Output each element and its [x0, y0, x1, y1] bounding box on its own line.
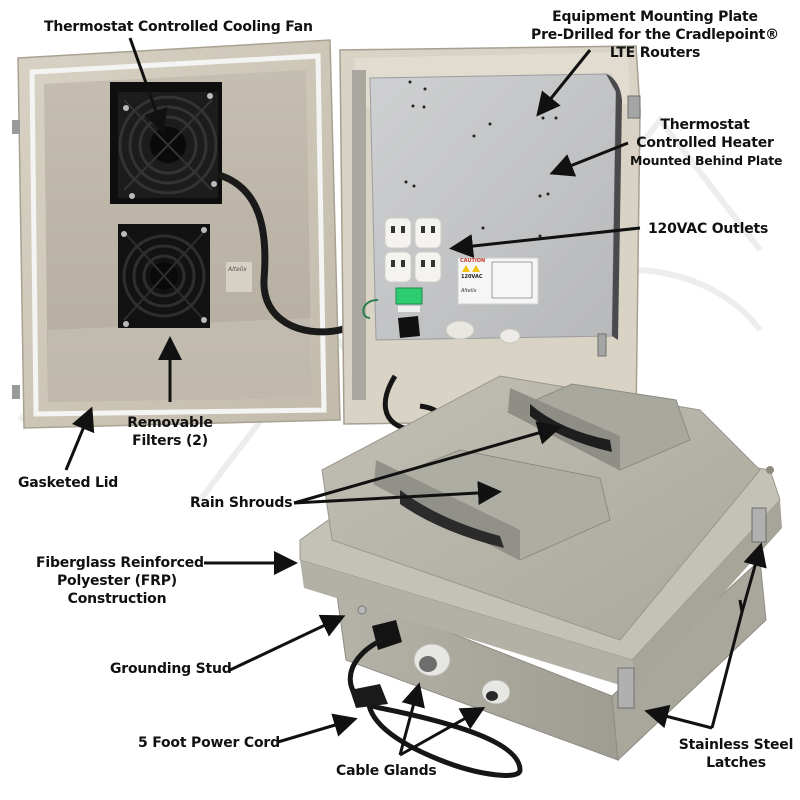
grounding-stud-shape: [357, 605, 367, 615]
callout-outlets: 120VAC Outlets: [648, 221, 769, 237]
caution-sticker: [457, 257, 539, 305]
enclosure-closed: [299, 375, 782, 778]
sticker-brand-text: Altelix: [461, 288, 477, 294]
filter-grille: [118, 224, 210, 328]
callout-heater: Thermostat Controlled Heater Mounted Beh…: [630, 117, 783, 168]
callout-rain-shrouds: Rain Shrouds: [190, 495, 293, 511]
outlets-group: [384, 217, 442, 283]
callout-frp: Fiberglass Reinforced Polyester (FRP) Co…: [36, 555, 204, 607]
enclosure-body-open: [339, 45, 641, 433]
callout-filters: Removable Filters (2): [127, 415, 213, 449]
rain-shroud-front: [372, 449, 611, 561]
callout-grounding-stud: Grounding Stud: [110, 661, 232, 677]
cable-gland-shapes: [413, 643, 511, 705]
callout-cable-glands: Cable Glands: [336, 763, 437, 779]
cooling-fan: [110, 82, 222, 204]
sticker-caution-text: CAUTION: [460, 258, 486, 264]
rain-shroud-back: [506, 383, 691, 471]
conduit: [218, 172, 384, 336]
callout-power-cord: 5 Foot Power Cord: [138, 735, 280, 751]
sticker-voltage-text: 120VAC: [461, 274, 483, 280]
lid-brand-label: [226, 262, 252, 292]
callout-arrows: [64, 37, 767, 757]
callout-latches: Stainless Steel Latches: [678, 737, 794, 771]
callout-gasketed-lid: Gasketed Lid: [18, 475, 119, 491]
lid-brand-text: Altelix: [228, 266, 247, 273]
latch-right: [617, 507, 767, 709]
callout-mounting-plate: Equipment Mounting Plate Pre-Drilled for…: [531, 9, 779, 61]
callout-cooling-fan: Thermostat Controlled Cooling Fan: [44, 19, 313, 35]
